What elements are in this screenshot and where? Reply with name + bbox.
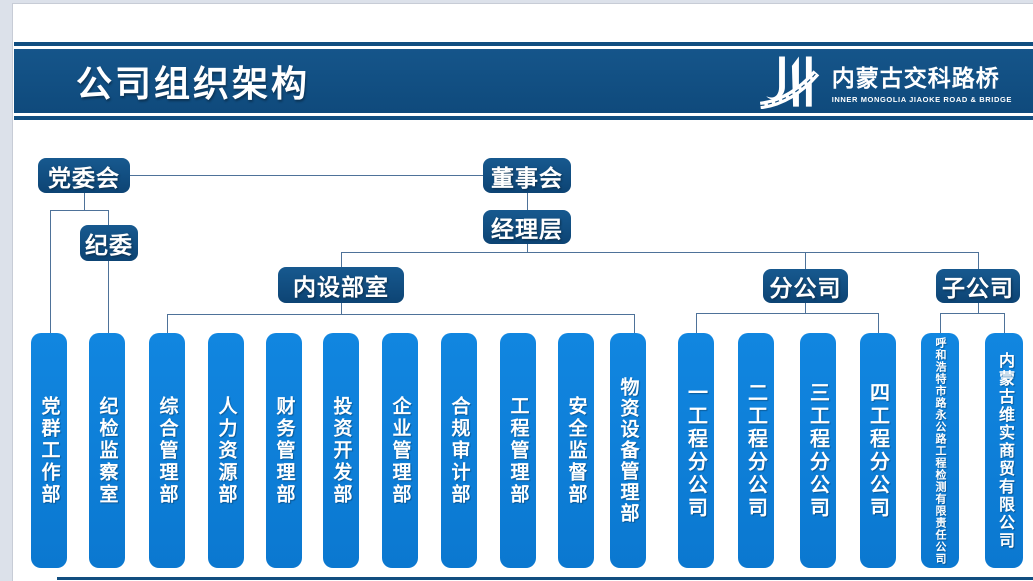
connector-line [1004,313,1005,333]
org-pill-neimenggu-weishi-trading-company: 内蒙古维实商贸有限公司 [985,333,1023,568]
company-name-cn: 内蒙古交科路桥 [831,64,1000,91]
org-pill-general-management-dept: 综合管理部 [149,333,185,568]
company-name-en: INNER MONGOLIA JIAOKE ROAD & BRIDGE [831,94,1012,104]
connector-line [978,303,979,313]
org-pill-no4-engineering-branch: 四工程分公司 [860,333,896,568]
connector-line [696,313,697,333]
org-box-management-level: 经理层 [483,210,571,244]
org-pill-materials-equipment-management-dept: 物资设备管理部 [610,333,646,568]
page-title: 公司组织架构 [76,63,311,104]
connector-line [878,313,879,333]
org-pill-human-resources-dept: 人力资源部 [208,333,244,568]
connector-line [167,314,635,315]
org-box-subsidiaries: 子公司 [936,269,1020,303]
org-pill-party-mass-work-dept: 党群工作部 [31,333,67,568]
connector-line [940,313,941,333]
org-pill-no1-engineering-branch: 一工程分公司 [678,333,714,568]
org-pill-compliance-audit-dept: 合规审计部 [441,333,477,568]
connector-line [167,314,168,333]
org-box-internal-departments: 内设部室 [278,267,404,303]
connector-line [50,210,51,333]
connector-line [805,303,806,313]
org-pill-engineering-management-dept: 工程管理部 [500,333,536,568]
org-pill-no2-engineering-branch: 二工程分公司 [738,333,774,568]
org-pill-enterprise-management-dept: 企业管理部 [382,333,418,568]
jiaoke-road-bridge-logo-icon [759,56,819,109]
header-top-rule [14,42,1033,46]
org-box-party-committee: 党委会 [38,158,130,193]
org-pill-discipline-inspection-supervision-office: 纪检监察室 [89,333,125,568]
org-pill-finance-management-dept: 财务管理部 [266,333,302,568]
header-band: 公司组织架构 内蒙古交科路桥 INNER MONGOLIA JIAOKE ROA… [14,49,1033,113]
connector-line [696,313,878,314]
connector-line [341,303,342,314]
connector-line [527,193,528,210]
connector-line [805,252,806,269]
connector-line [978,252,979,269]
org-box-board-of-directors: 董事会 [483,158,571,193]
org-box-discipline-committee: 纪委 [80,225,138,261]
connector-line [940,313,1004,314]
connector-line [341,252,342,267]
connector-line [527,244,528,252]
connector-line [84,193,85,210]
company-logo-text: 内蒙古交科路桥 INNER MONGOLIA JIAOKE ROAD & BRI… [832,59,1012,104]
header-bottom-rule [14,116,1033,120]
connector-line [130,175,483,176]
org-pill-safety-supervision-dept: 安全监督部 [558,333,594,568]
org-pill-hohhot-luyong-highway-testing-company: 呼和浩特市路永公路工程检测有限责任公司 [921,333,959,568]
connector-line [341,252,978,253]
connector-line [108,210,109,225]
connector-line [108,261,109,333]
footer-rule [57,577,1033,580]
connector-line [634,314,635,333]
org-pill-investment-development-dept: 投资开发部 [323,333,359,568]
org-box-branch-companies: 分公司 [763,269,848,303]
connector-line [50,210,108,211]
company-logo: 内蒙古交科路桥 INNER MONGOLIA JIAOKE ROAD & BRI… [754,53,1012,109]
org-pill-no3-engineering-branch: 三工程分公司 [800,333,836,568]
